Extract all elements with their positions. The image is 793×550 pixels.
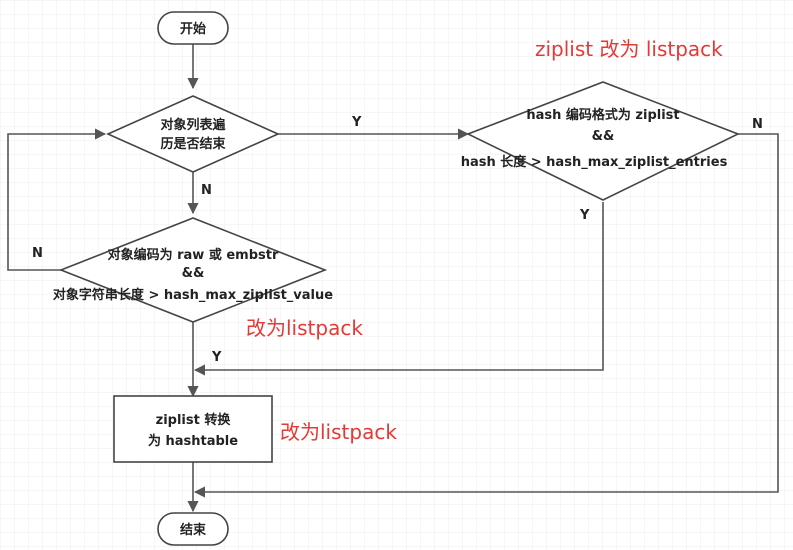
loop-label-line1: 对象列表遍 — [160, 117, 226, 133]
edge-label-loop-no: N — [201, 183, 212, 198]
hash-decision-line3: hash 长度 > hash_max_ziplist_entries — [461, 154, 728, 170]
convert-label-line1: ziplist 转换 — [156, 412, 232, 428]
edge-label-obj-yes: Y — [211, 350, 222, 365]
annotation-middle: 改为listpack — [246, 316, 363, 340]
loop-label-line2: 历是否结束 — [160, 136, 226, 152]
object-decision-line1: 对象编码为 raw 或 embstr — [108, 247, 279, 263]
object-decision-line3: 对象字符串长度 > hash_max_ziplist_value — [53, 287, 333, 303]
object-encoding-decision — [58, 217, 328, 323]
edge-label-loop-yes: Y — [351, 115, 362, 130]
start-terminal — [157, 11, 229, 45]
edge-label-obj-no: N — [32, 246, 43, 261]
hash-decision-line1: hash 编码格式为 ziplist — [526, 107, 679, 123]
edge-hash-no-to-end — [193, 133, 779, 498]
edge-label-hash-no: N — [752, 117, 763, 132]
convert-process — [113, 395, 273, 463]
end-terminal — [157, 512, 229, 546]
end-label: 结束 — [180, 522, 207, 538]
object-decision-line2: && — [182, 266, 205, 281]
hash-encoding-decision — [466, 81, 740, 201]
annotation-top-right: ziplist 改为 listpack — [535, 37, 723, 61]
annotation-bottom: 改为listpack — [280, 420, 397, 444]
edge-obj-no-back-to-loop — [7, 128, 107, 271]
hash-decision-line2: && — [592, 129, 615, 144]
loop-decision — [106, 95, 280, 173]
edge-hash-yes-to-convert — [193, 202, 604, 376]
convert-label-line2: 为 hashtable — [148, 433, 238, 449]
start-label: 开始 — [180, 21, 206, 37]
edge-label-hash-yes: Y — [579, 208, 590, 223]
